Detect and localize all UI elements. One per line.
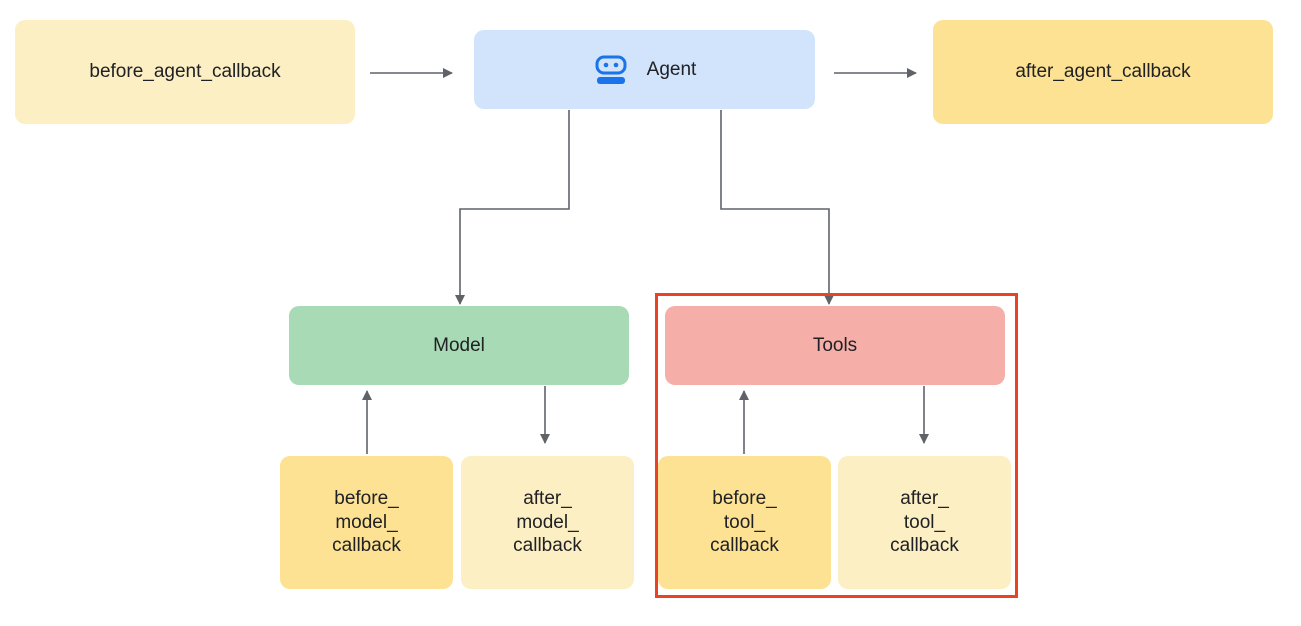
tools-label: Tools	[812, 334, 858, 356]
model-box: Model	[289, 306, 629, 385]
before-model-callback-line-2: model_	[335, 511, 398, 533]
arrow-agent-to-tools	[720, 110, 834, 305]
after-tool-callback-line-3: callback	[890, 535, 959, 557]
before-tool-callback-line-3: callback	[710, 535, 779, 557]
arrow-agent-to-model	[455, 110, 570, 305]
before-model-callback-line-3: callback	[332, 535, 401, 557]
after-model-callback-line-2: model_	[516, 511, 579, 533]
after-agent-callback-box: after_agent_callback	[933, 20, 1273, 124]
robot-icon	[593, 52, 629, 88]
tools-box: Tools	[665, 306, 1005, 385]
agent-box: Agent	[474, 30, 815, 109]
after-model-callback-box: after_ model_ callback	[461, 456, 634, 589]
before-agent-callback-box: before_agent_callback	[15, 20, 355, 124]
after-model-callback-line-3: callback	[513, 535, 582, 557]
after-model-callback-line-1: after_	[523, 487, 572, 509]
agent-label: Agent	[646, 58, 697, 80]
before-tool-callback-line-2: tool_	[723, 511, 766, 533]
after-tool-callback-line-2: tool_	[903, 511, 946, 533]
before-model-callback-box: before_ model_ callback	[280, 456, 453, 589]
before-agent-callback-label: before_agent_callback	[89, 61, 281, 83]
before-tool-callback-box: before_ tool_ callback	[658, 456, 831, 589]
after-agent-callback-label: after_agent_callback	[1015, 61, 1191, 83]
before-model-callback-line-1: before_	[334, 487, 399, 509]
model-label: Model	[433, 334, 485, 356]
after-tool-callback-box: after_ tool_ callback	[838, 456, 1011, 589]
tools-highlight-frame	[655, 293, 1018, 598]
after-tool-callback-line-1: after_	[900, 487, 949, 509]
before-tool-callback-line-1: before_	[712, 487, 777, 509]
